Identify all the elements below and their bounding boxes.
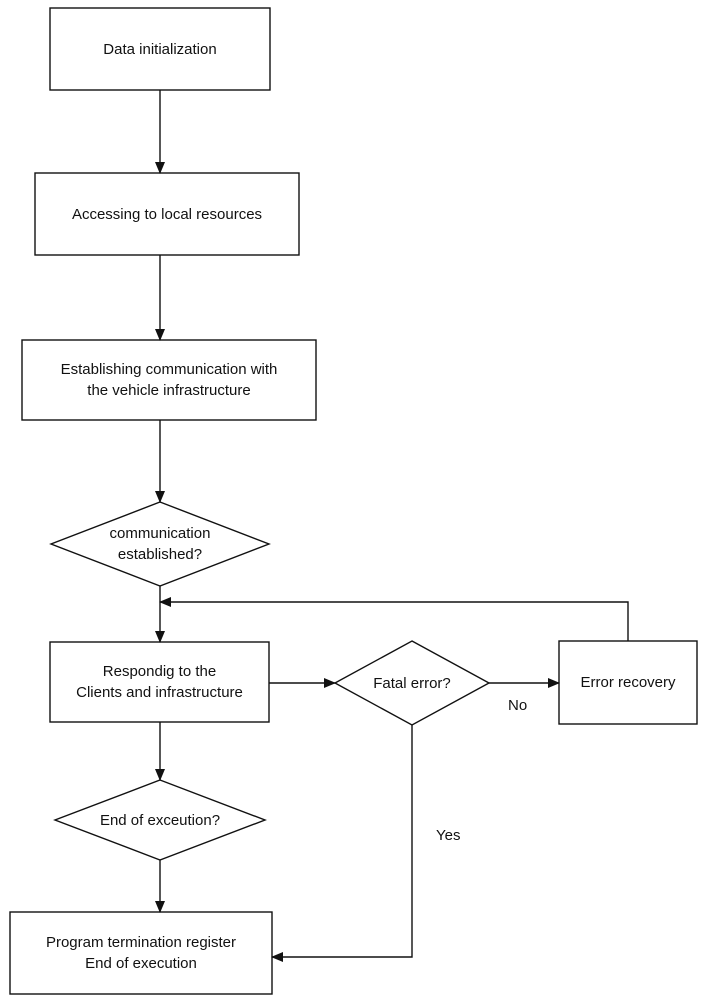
arrow-fatal-yes-to-terminate bbox=[271, 725, 413, 962]
arrow-recovery-loop-back bbox=[159, 597, 629, 641]
accessing-local-resources-box bbox=[34, 172, 300, 256]
responding-clients-box bbox=[49, 641, 270, 723]
error-recovery-box bbox=[558, 640, 698, 725]
yes-edge-label: Yes bbox=[436, 827, 461, 844]
end-of-execution-decision bbox=[53, 779, 267, 861]
no-edge-label: No bbox=[508, 697, 528, 714]
fatal-error-decision bbox=[333, 640, 491, 726]
data-initialization-box bbox=[49, 7, 271, 91]
communication-established-decision bbox=[49, 501, 271, 587]
establishing-communication-box bbox=[21, 339, 317, 421]
program-termination-box bbox=[9, 911, 273, 995]
